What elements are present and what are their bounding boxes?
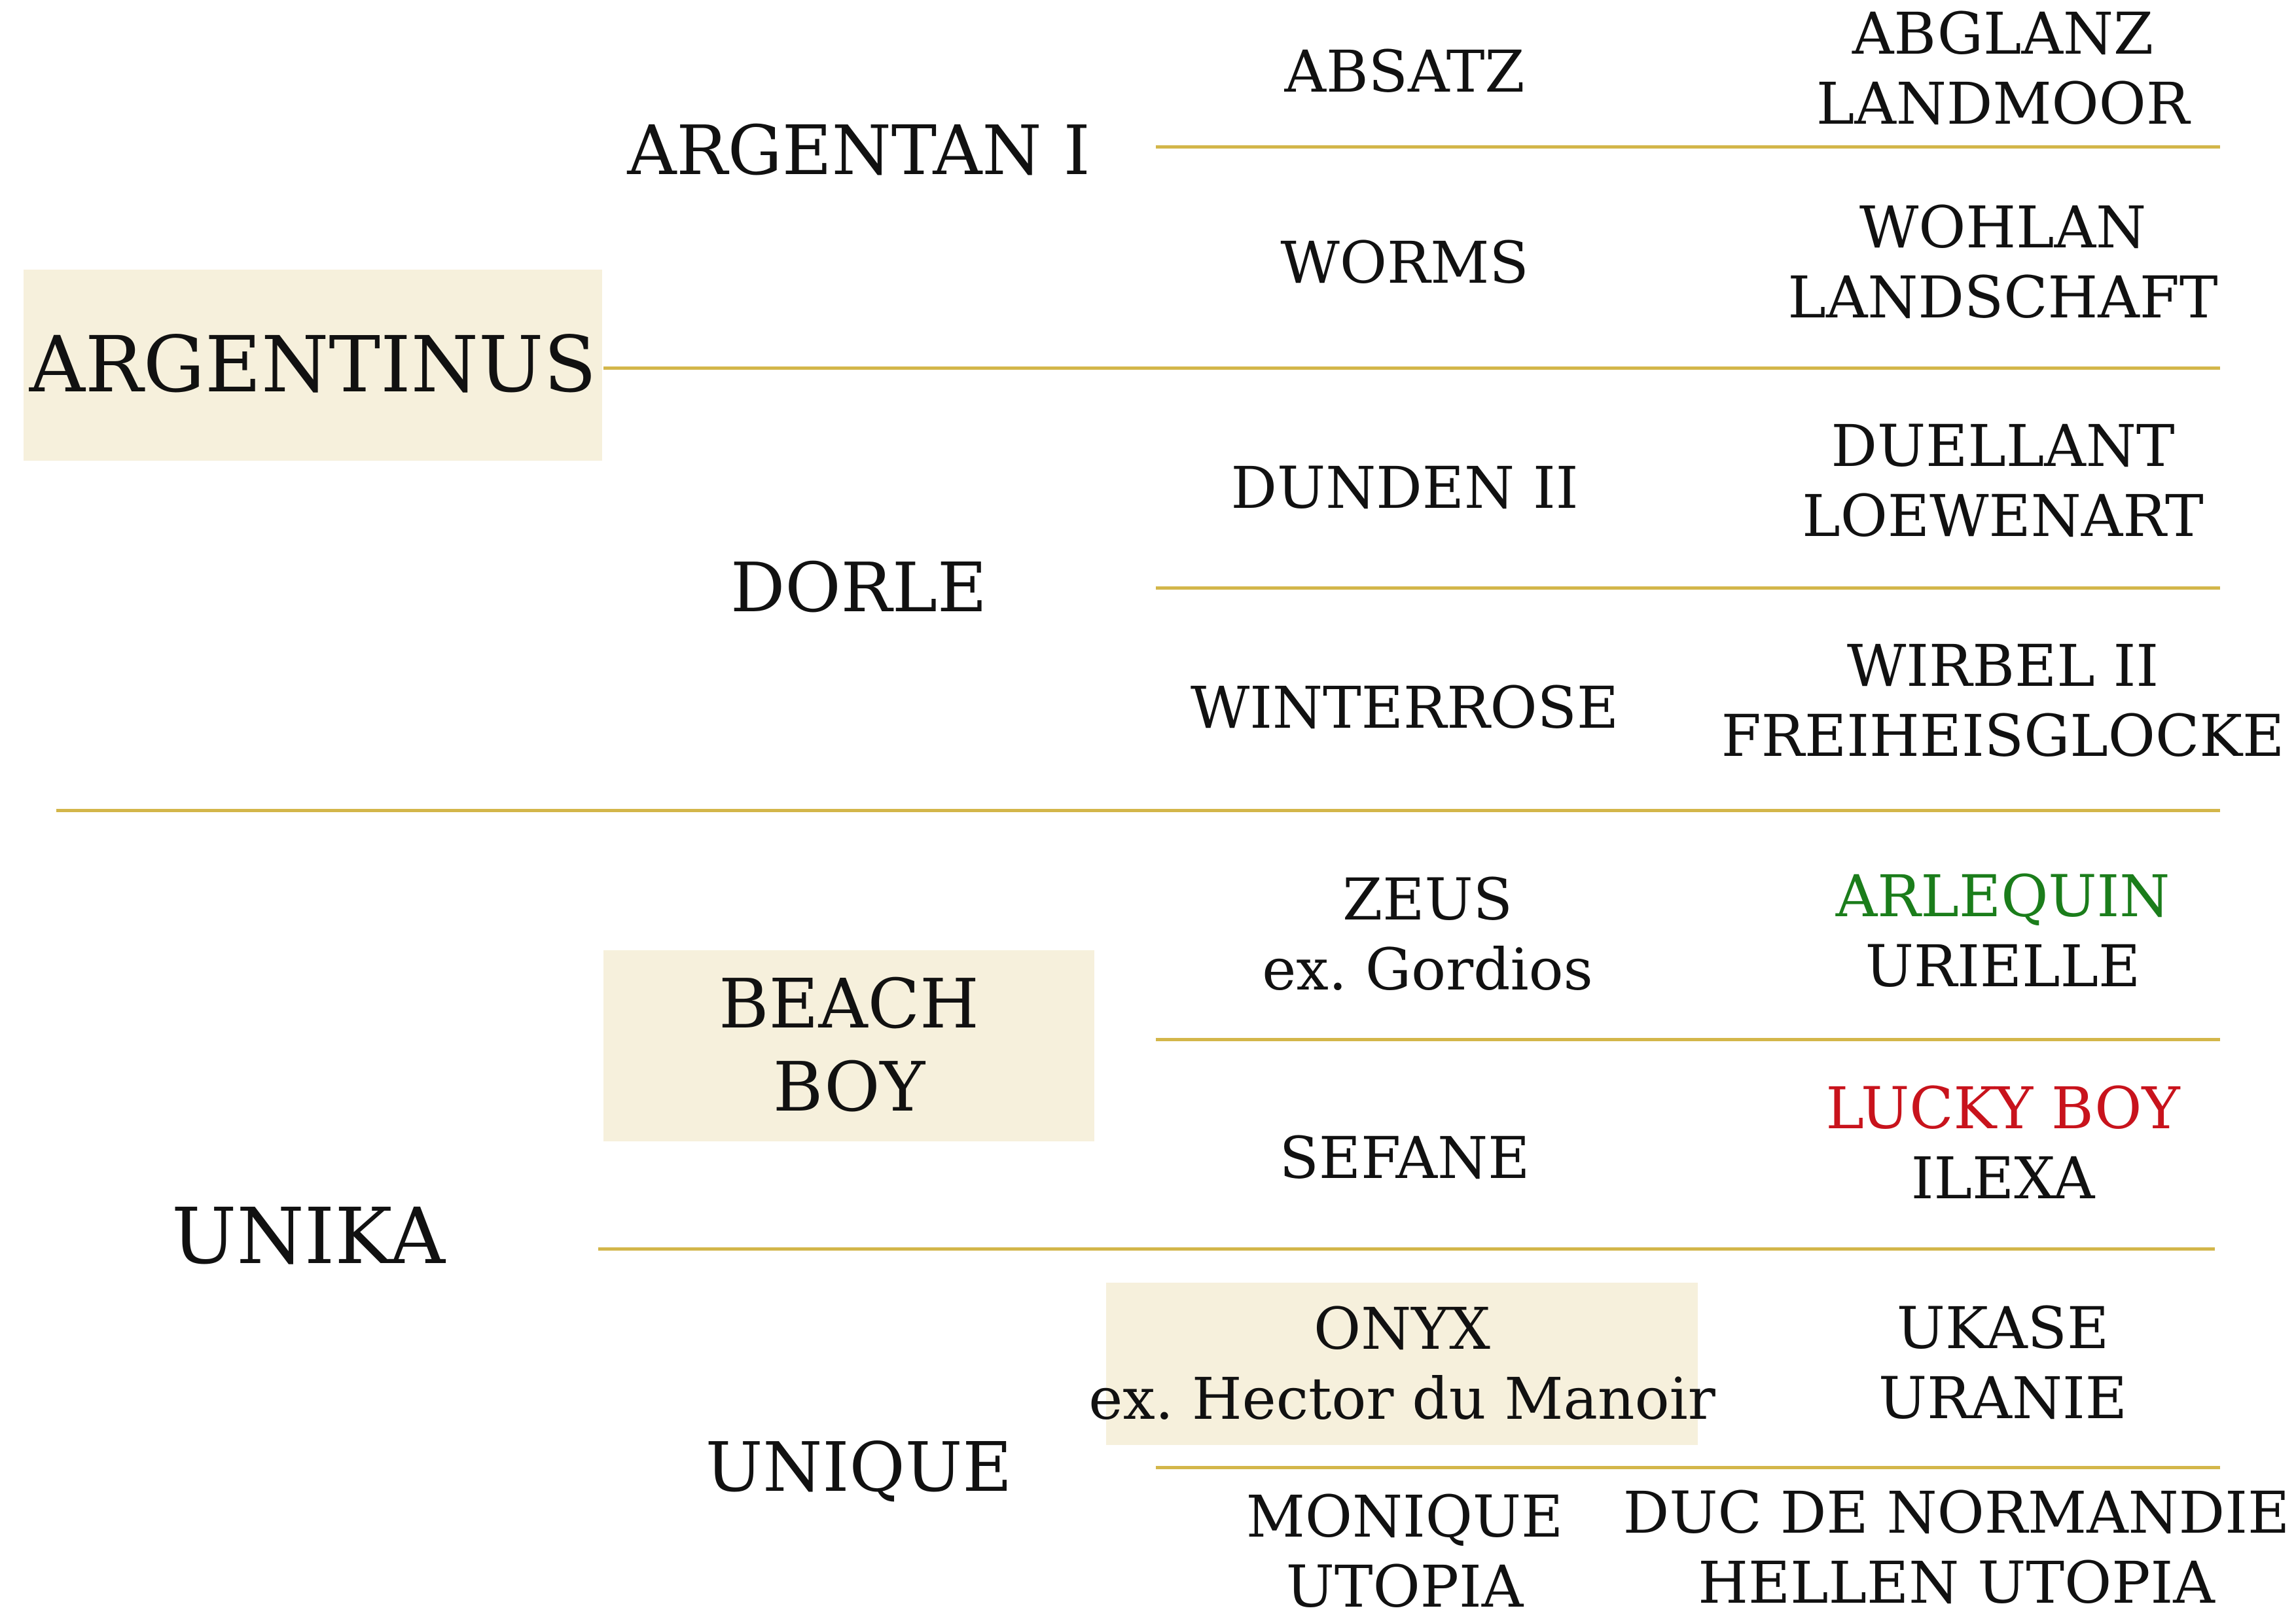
g4-loewenart: LOEWENART [1802, 482, 2204, 550]
sire-sire-name-text: ARGENTAN I [627, 110, 1090, 190]
g4-duellant: DUELLANT [1831, 412, 2175, 480]
g4-monique-parents: DUC DE NORMANDIE HELLEN UTOPIA [1617, 1472, 2296, 1623]
g4-wohlan: WOHLAN [1859, 193, 2147, 261]
g4-uranie: URANIE [1878, 1364, 2127, 1432]
g4-dunden-parents: DUELLANT LOEWENART [1676, 406, 2296, 556]
g3-onyx-note: ex. Hector du Manoir [1088, 1365, 1715, 1433]
dam-dam-name: UNIQUE [603, 1408, 1114, 1526]
g4-abglanz: ABGLANZ [1852, 0, 2154, 67]
g4-ukase: UKASE [1896, 1294, 2109, 1362]
divider-line-unika [598, 1247, 2215, 1251]
g4-onyx-parents: UKASE URANIE [1676, 1288, 2296, 1438]
dam-sire-name-line2: BOY [772, 1047, 925, 1127]
dam-sire-name: BEACH BOY [603, 950, 1094, 1141]
dam-name: UNIKA [24, 1152, 593, 1322]
g4-duc-de-normandie: DUC DE NORMANDIE [1623, 1478, 2290, 1546]
divider-line-dorle [1156, 586, 2220, 590]
highlight-box-argentinus [24, 270, 602, 461]
g4-freiheisglocke: FREIHEISGLOCKE [1721, 702, 2285, 770]
dam-sire-name-line1: BEACH [719, 964, 979, 1044]
g3-worms-text: WORMS [1280, 229, 1529, 297]
divider-line-sire-dam [56, 809, 2220, 812]
sire-name-text: ARGENTINUS [29, 319, 597, 410]
dam-dam-name-text: UNIQUE [705, 1427, 1013, 1507]
g3-sefane-text: SEFANE [1279, 1124, 1530, 1192]
g3-winterrose: WINTERROSE [1156, 662, 1653, 754]
g3-monique-line2: UTOPIA [1285, 1553, 1524, 1620]
g4-arlequin: ARLEQUIN [1835, 862, 2170, 930]
g4-ilexa: ILEXA [1910, 1145, 2095, 1212]
g4-worms-parents: WOHLAN LANDSCHAFT [1676, 187, 2296, 338]
g3-absatz-text: ABSATZ [1284, 38, 1525, 106]
g3-zeus-text: ZEUS [1342, 865, 1513, 933]
sire-name: ARGENTINUS [24, 270, 602, 461]
g3-onyx-text: ONYX [1314, 1294, 1490, 1363]
dam-name-text: UNIKA [171, 1191, 445, 1282]
divider-line-argentan [1156, 145, 2220, 149]
g3-zeus: ZEUS ex. Gordios [1156, 856, 1699, 1013]
g4-hellen-utopia: HELLEN UTOPIA [1698, 1549, 2215, 1616]
g3-dunden-text: DUNDEN II [1230, 454, 1579, 522]
g4-lucky-boy: LUCKY BOY [1825, 1074, 2180, 1142]
g3-absatz: ABSATZ [1156, 26, 1653, 118]
divider-line-beach-boy [1156, 1038, 2220, 1041]
g4-winterrose-parents: WIRBEL II FREIHEISGLOCKE [1676, 626, 2296, 776]
sire-dam-name: DORLE [603, 529, 1114, 647]
g4-landmoor: LANDMOOR [1816, 70, 2190, 137]
g4-landschaft: LANDSCHAFT [1787, 264, 2218, 331]
g3-dunden: DUNDEN II [1156, 442, 1653, 534]
highlight-box-onyx [1106, 1283, 1698, 1445]
g3-onyx: ONYX ex. Hector du Manoir [1088, 1283, 1715, 1445]
g4-wirbel: WIRBEL II [1846, 632, 2159, 700]
g4-sefane-parents: LUCKY BOY ILEXA [1676, 1068, 2296, 1219]
g3-worms: WORMS [1156, 217, 1653, 309]
g4-zeus-parents: ARLEQUIN URIELLE [1676, 856, 2296, 1007]
g3-winterrose-text: WINTERROSE [1190, 674, 1619, 742]
g3-zeus-note: ex. Gordios [1262, 936, 1593, 1003]
g3-monique: MONIQUE UTOPIA [1156, 1480, 1653, 1623]
g4-absatz-parents: ABGLANZ LANDMOOR [1676, 0, 2296, 144]
g4-urielle: URIELLE [1865, 933, 2141, 1000]
divider-line-unique [1156, 1466, 2220, 1469]
g3-monique-line1: MONIQUE [1246, 1482, 1564, 1550]
sire-dam-name-text: DORLE [730, 547, 987, 628]
highlight-box-beach-boy [603, 950, 1094, 1141]
g3-sefane: SEFANE [1156, 1113, 1653, 1204]
divider-line-argentinus [603, 366, 2220, 370]
sire-sire-name: ARGENTAN I [603, 92, 1114, 209]
